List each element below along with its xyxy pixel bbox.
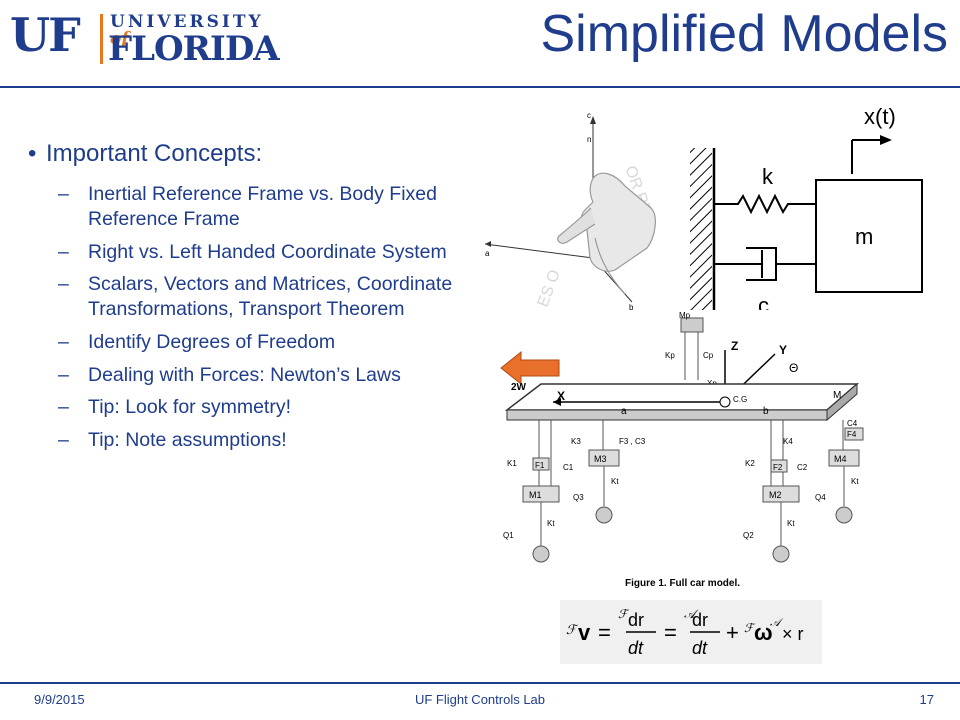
label-q4: Q4 bbox=[815, 493, 826, 502]
label-k3: K3 bbox=[571, 437, 581, 446]
label-kp: Kp bbox=[665, 351, 675, 360]
sub-bullet: Inertial Reference Frame vs. Body Fixed … bbox=[28, 182, 488, 232]
displacement-label: x(t) bbox=[864, 104, 896, 129]
axis-label-b: b bbox=[629, 303, 634, 312]
eq-dt: dt bbox=[692, 638, 708, 658]
eq-omega: ω bbox=[754, 620, 773, 645]
label-m3: M3 bbox=[594, 454, 607, 464]
sub-bullet: Right vs. Left Handed Coordinate System bbox=[28, 240, 488, 265]
label-m: M bbox=[833, 390, 841, 401]
eq-equals: = bbox=[598, 620, 611, 645]
label-m1: M1 bbox=[529, 490, 542, 500]
label-m4: M4 bbox=[834, 454, 847, 464]
eq-equals: = bbox=[664, 620, 677, 645]
label-cp: Cp bbox=[703, 351, 714, 360]
eq-dt: dt bbox=[628, 638, 644, 658]
eq-velocity: v bbox=[578, 620, 591, 645]
logo-university: UNIVERSITY of bbox=[110, 12, 264, 49]
sub-bullet: Tip: Look for symmetry! bbox=[28, 395, 488, 420]
eq-dr: dr bbox=[692, 610, 708, 630]
label-k1: K1 bbox=[507, 459, 517, 468]
eq-frame-f: ℱ bbox=[744, 621, 756, 635]
logo-uf: UF bbox=[10, 8, 81, 62]
header-divider bbox=[0, 86, 960, 88]
sub-bullet: Dealing with Forces: Newton’s Laws bbox=[28, 363, 488, 388]
right-hand-rule-image: OR RED ES O c n a b bbox=[475, 98, 665, 313]
bullet-heading: Important Concepts: bbox=[28, 140, 488, 168]
label-kt: Kt bbox=[611, 477, 619, 486]
footer-divider bbox=[0, 682, 960, 684]
label-cg: C.G bbox=[733, 395, 747, 404]
label-x: X bbox=[557, 389, 565, 403]
label-y: Y bbox=[779, 343, 787, 357]
spring-label-k: k bbox=[762, 164, 774, 189]
label-f4: F4 bbox=[847, 430, 857, 439]
label-2w: 2W bbox=[511, 382, 527, 393]
label-z: Z bbox=[731, 339, 738, 353]
sub-bullet: Identify Degrees of Freedom bbox=[28, 330, 488, 355]
sub-bullet: Tip: Note assumptions! bbox=[28, 428, 488, 453]
label-q1: Q1 bbox=[503, 531, 514, 540]
eq-cross-r: × r bbox=[782, 624, 804, 644]
label-c2: C2 bbox=[797, 463, 808, 472]
label-theta: Θ bbox=[789, 361, 798, 375]
label-a: a bbox=[621, 406, 627, 417]
logo-florida: FLORIDA bbox=[108, 29, 280, 69]
figure-caption: Figure 1. Full car model. bbox=[625, 578, 740, 589]
eq-frame-f: ℱ bbox=[618, 607, 630, 621]
transport-theorem-equation: ℱ v = ℱ dr dt = 𝒜 dr dt + ℱ ω 𝒜 × r bbox=[560, 600, 822, 664]
eq-dr: dr bbox=[628, 610, 644, 630]
label-q3: Q3 bbox=[573, 493, 584, 502]
sub-bullet-list: Inertial Reference Frame vs. Body Fixed … bbox=[28, 182, 488, 453]
label-f2: F2 bbox=[773, 463, 783, 472]
label-kt: Kt bbox=[787, 519, 795, 528]
label-f1: F1 bbox=[535, 461, 545, 470]
full-car-model-diagram: 2W Mp Kp Cp Xp Yp Z Y Θ Ø X C.G a b M C4… bbox=[493, 310, 868, 592]
eq-frame-a: 𝒜 bbox=[684, 607, 699, 621]
eq-frame-f: ℱ bbox=[566, 622, 579, 637]
spring-mass-damper-diagram: k c m x(t) bbox=[676, 98, 941, 313]
axis-label-a: a bbox=[485, 249, 490, 258]
damper-label-c: c bbox=[758, 293, 769, 313]
label-kt: Kt bbox=[547, 519, 555, 528]
label-k4: K4 bbox=[783, 437, 793, 446]
label-q2: Q2 bbox=[743, 531, 754, 540]
label-c1: C1 bbox=[563, 463, 574, 472]
mass-label-m: m bbox=[855, 224, 873, 249]
label-b: b bbox=[763, 406, 769, 417]
label-f3c3: F3 , C3 bbox=[619, 437, 646, 446]
eq-plus: + bbox=[726, 620, 739, 645]
label-c4: C4 bbox=[847, 419, 858, 428]
uf-logo: UF UNIVERSITY of FLORIDA bbox=[10, 8, 280, 70]
axis-label-n: n bbox=[587, 135, 591, 144]
label-m2: M2 bbox=[769, 490, 782, 500]
label-k2: K2 bbox=[745, 459, 755, 468]
footer-date: 9/9/2015 bbox=[34, 692, 85, 707]
label-mp: Mp bbox=[679, 311, 691, 320]
logo-divider bbox=[100, 14, 103, 64]
sub-bullet: Scalars, Vectors and Matrices, Coordinat… bbox=[28, 272, 488, 322]
slide-title: Simplified Models bbox=[540, 5, 949, 63]
footer-page-number: 17 bbox=[919, 692, 934, 707]
footer-center-text: UF Flight Controls Lab bbox=[414, 692, 546, 707]
bullet-content: Important Concepts: Inertial Reference F… bbox=[28, 140, 488, 461]
axis-label-c: c bbox=[587, 111, 591, 120]
label-kt: Kt bbox=[851, 477, 859, 486]
